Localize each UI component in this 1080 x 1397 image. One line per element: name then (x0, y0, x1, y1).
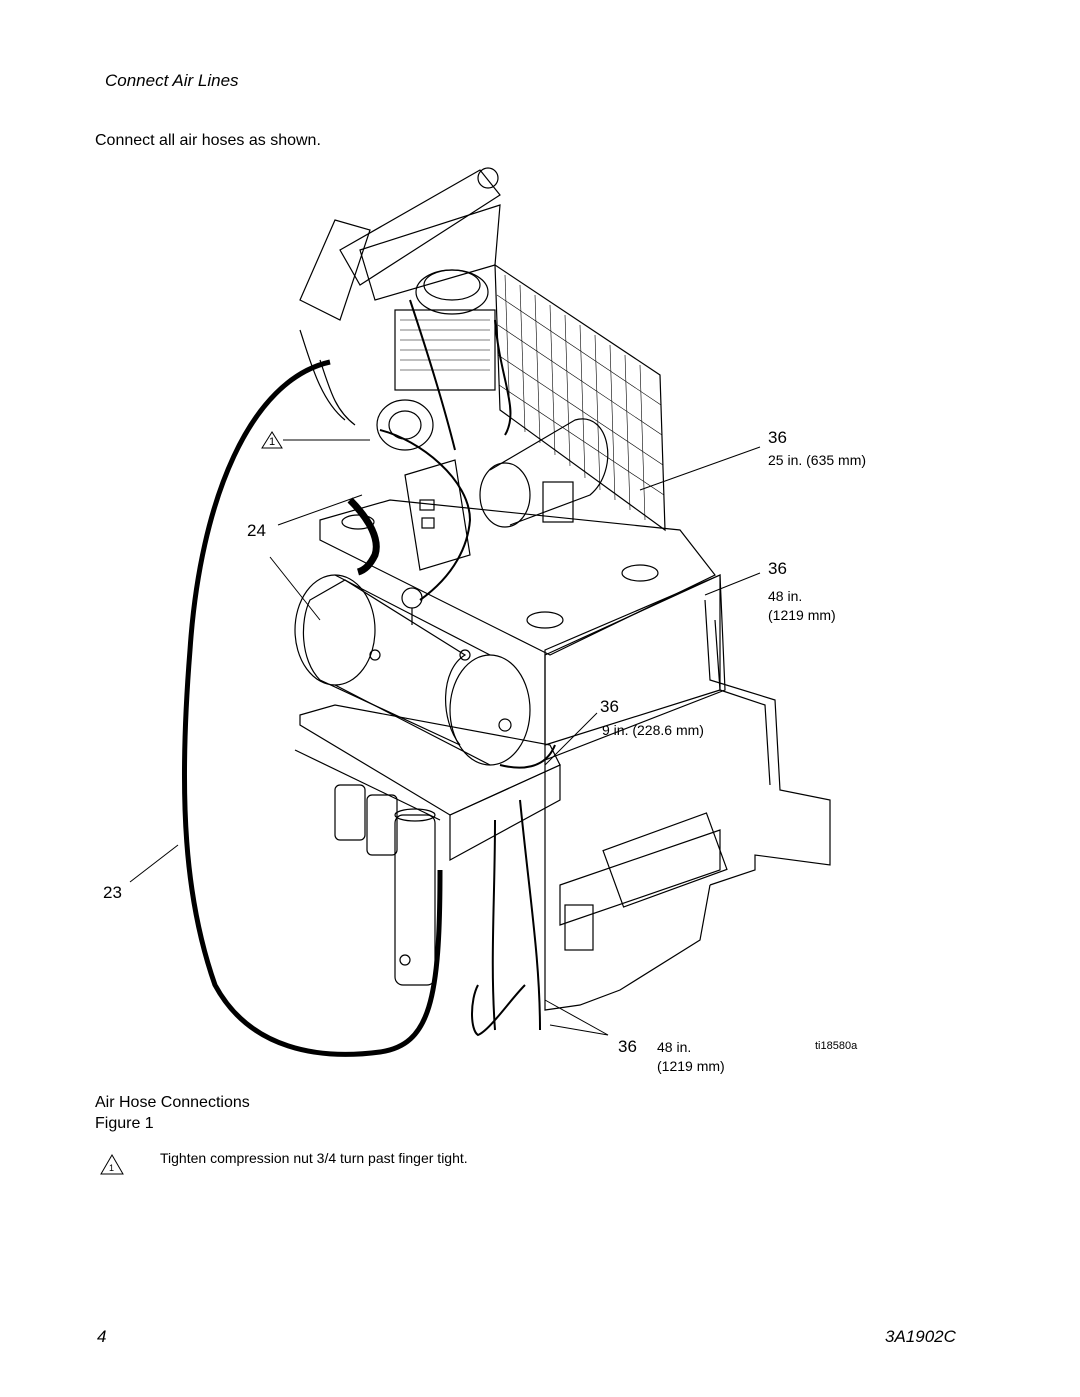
illustration-id: ti18580a (815, 1040, 858, 1052)
callout-36-b-length-mm: (1219 mm) (768, 607, 836, 623)
warning-marker-label: 1 (269, 436, 276, 448)
section-title: Connect Air Lines (105, 71, 239, 90)
document-number: 3A1902C (885, 1327, 956, 1346)
callout-36-d-length-mm: (1219 mm) (657, 1058, 725, 1074)
warning-triangle-icon (261, 431, 283, 449)
note-triangle-icon (100, 1154, 124, 1175)
note-text: Tighten compression nut 3/4 turn past fi… (160, 1150, 468, 1166)
leader-lines (129, 439, 761, 1036)
callout-23: 23 (103, 883, 122, 902)
air-tank (294, 574, 531, 766)
figure-number: Figure 1 (95, 1115, 154, 1132)
air-tubing-36 (379, 299, 556, 1037)
callout-36-a: 36 (768, 428, 787, 447)
air-hose-23 (181, 359, 443, 1057)
top-frame (299, 167, 501, 426)
callout-24: 24 (247, 521, 266, 540)
compressor-pump (376, 269, 496, 451)
instruction-text: Connect all air hoses as shown. (95, 132, 321, 149)
pressure-gauge (401, 587, 423, 625)
figure-caption: Air Hose Connections (95, 1094, 250, 1111)
callout-36-a-length: 25 in. (635 mm) (768, 452, 867, 468)
callout-36-c-length: 9 in. (228.6 mm) (602, 722, 704, 738)
note-marker-label: 1 (109, 1163, 115, 1173)
page-number: 4 (97, 1327, 107, 1346)
callout-36-b: 36 (768, 559, 787, 578)
motor (479, 418, 609, 528)
callout-36-c: 36 (600, 697, 619, 716)
mounting-plate (299, 704, 561, 862)
callout-36-b-length-in: 48 in. (768, 588, 803, 604)
radiator-panel (494, 263, 666, 532)
callout-36-d: 36 (618, 1037, 637, 1056)
air-hose-24 (347, 497, 380, 576)
cart-frame (544, 574, 831, 1011)
callout-36-d-length-in: 48 in. (657, 1039, 692, 1055)
filter-assembly (294, 749, 441, 986)
